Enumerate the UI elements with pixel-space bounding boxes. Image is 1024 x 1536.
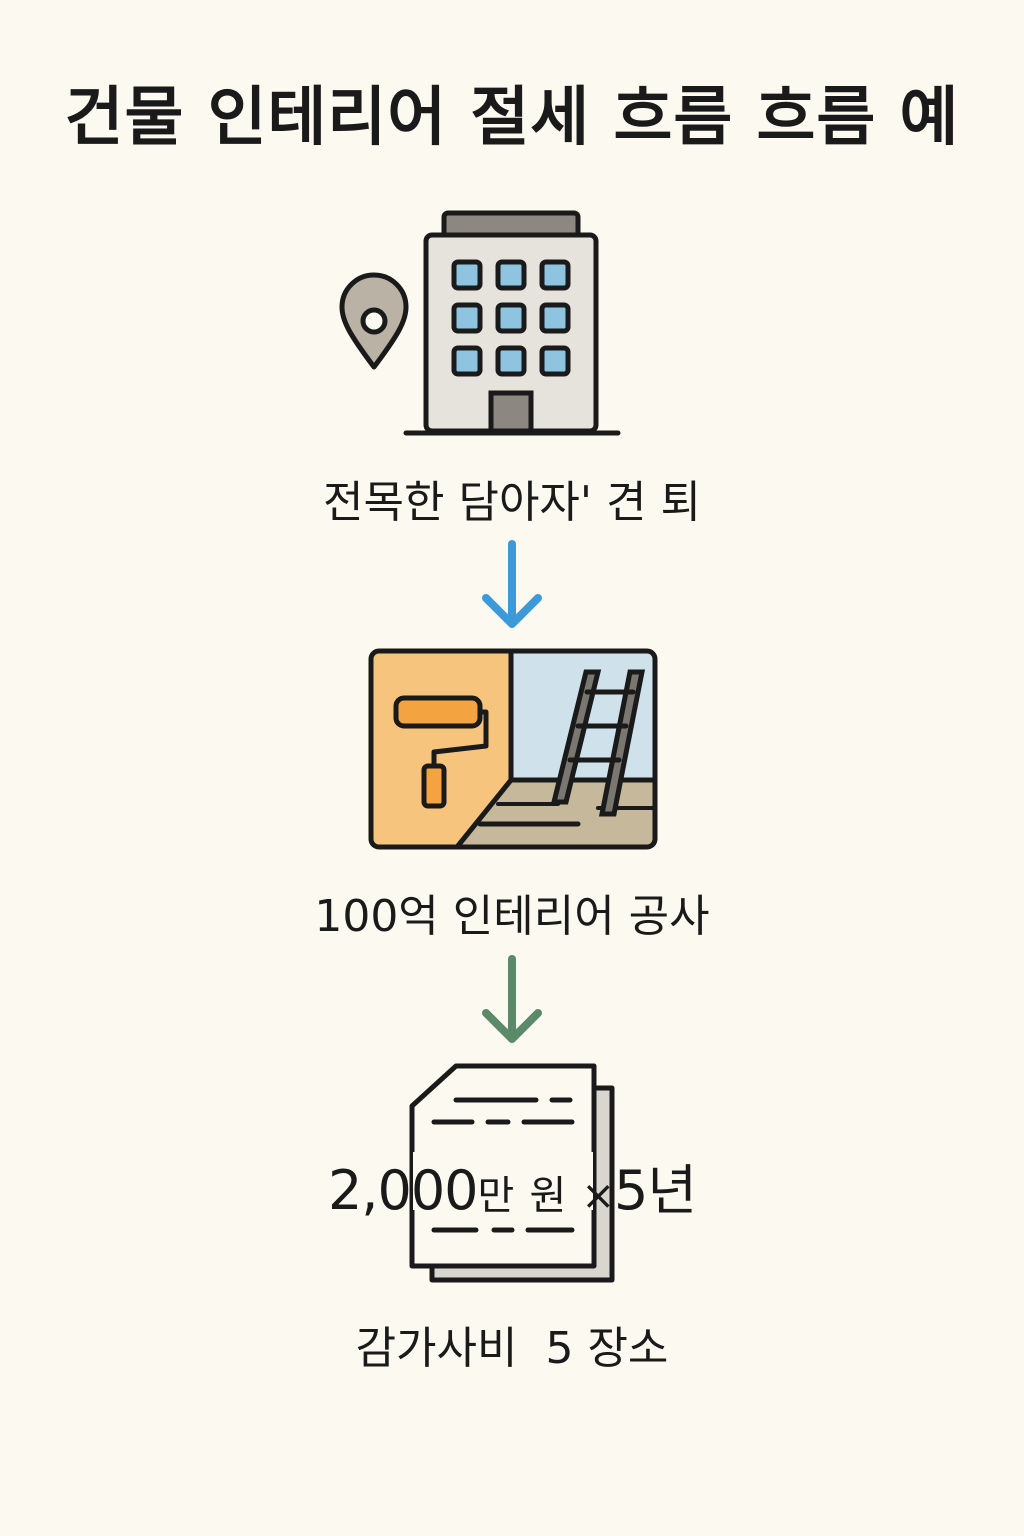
- interior-renovation-icon: [368, 648, 658, 850]
- document-stack-icon: [409, 1063, 615, 1283]
- paint-roller-icon: [393, 695, 489, 809]
- location-pin-icon: [339, 272, 409, 370]
- years-value: 5년: [614, 1159, 697, 1222]
- times-sign: ×: [581, 1173, 616, 1219]
- amount-unit-man: 만: [477, 1173, 515, 1219]
- step-label-depreciation: 감가사비 5 장소: [355, 1323, 669, 1374]
- amount-value: 2,000: [327, 1159, 479, 1222]
- arrow-down-icon: [482, 540, 542, 628]
- tax-amount-text: 2,000만 원 ×5년: [300, 1146, 724, 1225]
- step-label-building: 전목한 담아자' 견 퇴: [323, 477, 701, 528]
- arrow-down-icon: [482, 955, 542, 1043]
- page-title: 건물 인테리어 절세 흐름 흐름 예: [64, 81, 960, 155]
- ladder-icon: [550, 669, 646, 817]
- step-label-renovation: 100억 인테리어 공사: [314, 891, 710, 942]
- amount-unit-won: 원: [529, 1173, 567, 1219]
- building-icon: [339, 210, 621, 436]
